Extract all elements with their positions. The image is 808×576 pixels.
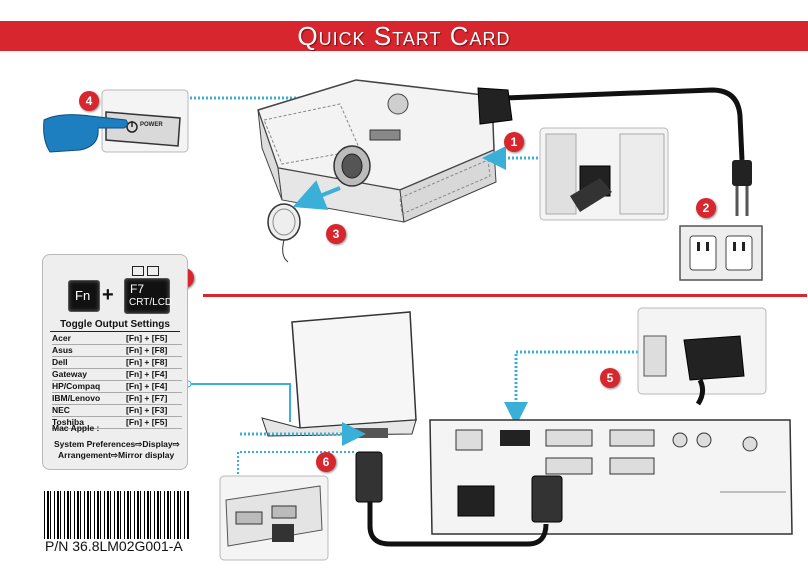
key-combo: [Fn] + [F3]: [126, 405, 168, 415]
vga-cable: [355, 451, 563, 547]
step-badge-2: 2: [696, 198, 716, 218]
arrow-lens-cap: [292, 180, 341, 210]
laptop: [261, 311, 417, 438]
part-number: P/N 36.8LM02G001-A: [45, 538, 183, 554]
page-title: Quick Start Card: [297, 21, 511, 51]
power-inset: [101, 89, 189, 153]
leader-inset-6: [237, 451, 356, 474]
header-banner: Quick Start Card: [0, 21, 808, 51]
step-badge-4: 4: [79, 91, 99, 111]
arrow-vga-port: [504, 350, 638, 426]
table-row: Asus [Fn] + [F8]: [52, 345, 182, 357]
key-combo: [Fn] + [F8]: [126, 345, 168, 355]
table-row: Toshiba [Fn] + [F5]: [52, 417, 182, 429]
key-combo: [Fn] + [F4]: [126, 369, 168, 379]
projector: [257, 79, 497, 223]
brand: Dell: [52, 357, 68, 367]
table-row: NEC [Fn] + [F3]: [52, 405, 182, 417]
key-combo: [Fn] + [F4]: [126, 381, 168, 391]
table-row: IBM/Lenovo [Fn] + [F7]: [52, 393, 182, 405]
pointing-hand-icon: [43, 114, 129, 153]
table-row: Gateway [Fn] + [F4]: [52, 369, 182, 381]
table-row: Acer [Fn] + [F5]: [52, 333, 182, 345]
plus-sign: +: [102, 284, 114, 306]
brand: Acer: [52, 333, 71, 343]
step-badge-5: 5: [600, 368, 620, 388]
crt-lcd-label: CRT/LCD: [129, 297, 173, 308]
wall-outlet-icon: [679, 225, 763, 281]
mac-label: Mac Apple :: [52, 423, 100, 433]
key-combo: [Fn] + [F8]: [126, 357, 168, 367]
rear-panel: [429, 419, 793, 535]
key-combo: [Fn] + [F7]: [126, 393, 168, 403]
step-badge-1: 1: [504, 132, 524, 152]
display-toggle-icon: [132, 266, 160, 276]
step-badge-3: 3: [326, 224, 346, 244]
table-row: HP/Compaq [Fn] + [F4]: [52, 381, 182, 393]
mac-instructions-line1: System Preferences⇨Display⇨: [54, 439, 180, 449]
vga-inset: [637, 307, 767, 406]
brand: NEC: [52, 405, 70, 415]
power-inlet-inset: [539, 127, 669, 221]
brand: Asus: [52, 345, 73, 355]
barcode: [44, 491, 190, 539]
f7-key: F7 CRT/LCD: [124, 278, 173, 314]
fn-key-label: Fn: [75, 288, 91, 303]
brand: HP/Compaq: [52, 381, 101, 391]
key-combo: [Fn] + [F5]: [126, 417, 168, 427]
laptop-port-inset: [219, 475, 329, 561]
brand: IBM/Lenovo: [52, 393, 101, 403]
key-combo: [Fn] + [F5]: [126, 333, 168, 343]
f7-key-label: F7: [130, 282, 145, 296]
mac-instructions-line2: Arrangement⇨Mirror display: [58, 450, 175, 460]
brand: Gateway: [52, 369, 87, 379]
leader-toggle: [186, 383, 291, 422]
toggle-title: Toggle Output Settings: [50, 319, 180, 332]
brand: Toshiba: [52, 417, 84, 427]
step-badge-6: 6: [316, 452, 336, 472]
table-row: Dell [Fn] + [F8]: [52, 357, 182, 369]
fn-key: Fn: [68, 280, 100, 312]
power-label: POWER: [140, 122, 163, 128]
lens-cap-icon: [267, 203, 301, 263]
section-divider: [203, 294, 807, 297]
power-cord: [477, 87, 752, 216]
